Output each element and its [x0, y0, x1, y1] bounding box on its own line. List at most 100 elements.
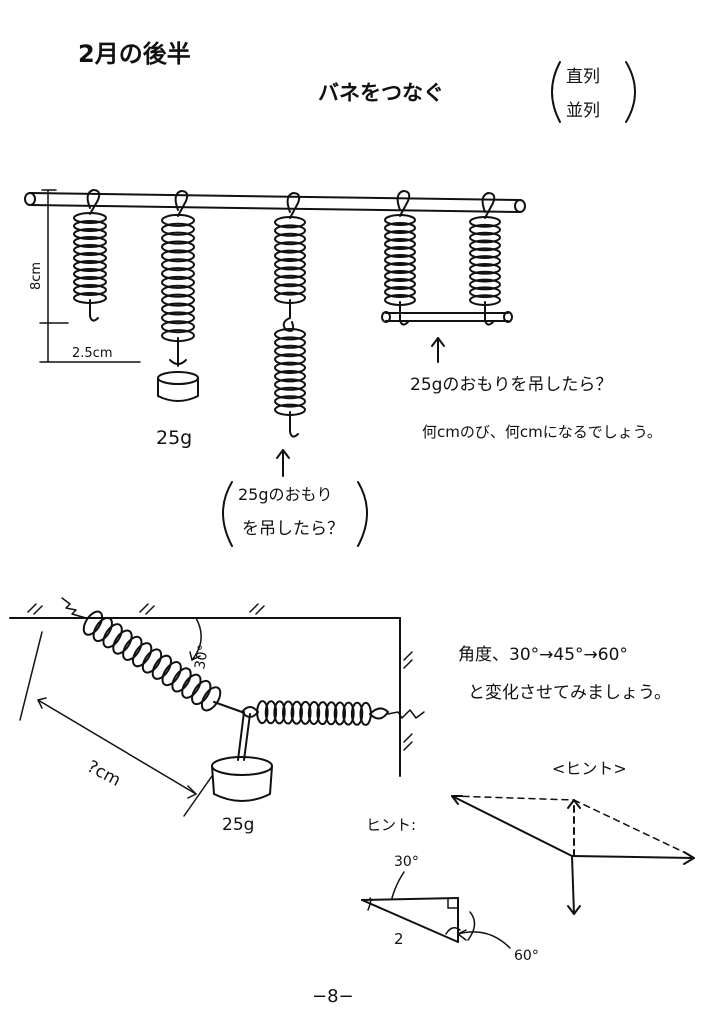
- spring-coil: [102, 623, 123, 649]
- spring-coil: [384, 214, 416, 226]
- spring-coil: [274, 232, 306, 246]
- triangle-leader: [391, 871, 405, 899]
- spring-coil: [73, 236, 107, 248]
- spring-coil: [281, 700, 295, 725]
- spring-coil: [384, 286, 416, 298]
- spring-coil: [384, 246, 416, 258]
- springs-parallel: [381, 190, 513, 326]
- spring-coil: [141, 648, 163, 674]
- spring-coil: [161, 275, 195, 289]
- spring-coil: [342, 701, 355, 726]
- spring-coil: [274, 241, 306, 254]
- length-dimension: [19, 631, 213, 817]
- spring-coil: [274, 249, 306, 263]
- series-question-line1: 25gのおもり: [238, 485, 333, 504]
- spring-coil: [73, 220, 107, 232]
- spring-coil: [122, 635, 143, 661]
- spring-coil: [469, 278, 501, 291]
- spring-coil: [191, 679, 212, 706]
- spring-coil: [274, 395, 306, 408]
- spring-coil: [384, 278, 416, 290]
- springs-series: [274, 192, 306, 438]
- ceiling-and-wall: [9, 603, 413, 777]
- spring-coil: [384, 238, 416, 250]
- triangle-side-label: 2: [394, 930, 404, 948]
- spring-coil: [274, 257, 306, 271]
- spring-coil: [73, 244, 107, 256]
- spring-coil: [333, 701, 347, 726]
- spring-coil: [171, 667, 192, 693]
- spring-coil: [82, 610, 104, 636]
- angle-instruction-line2: と変化させてみましょう。: [468, 683, 671, 703]
- date-title: 2月の後半: [78, 40, 191, 68]
- spring-coil: [161, 284, 195, 298]
- spring-coil: [274, 361, 306, 375]
- spring-coil: [469, 286, 501, 299]
- spring-coil: [256, 700, 269, 725]
- spring-coil: [92, 616, 113, 643]
- topic-title: バネをつなぐ: [318, 81, 444, 105]
- spring-coil: [469, 262, 501, 275]
- parallel-question-line1: 25gのおもりを吊したら？: [410, 375, 612, 395]
- spring-coil: [273, 700, 286, 725]
- spring-coil: [274, 274, 306, 288]
- angle-instruction-line1: 角度、30°→45°→60°: [458, 645, 628, 665]
- spring-coil: [161, 231, 195, 245]
- spring-coil: [299, 700, 312, 725]
- spring-coil: [274, 215, 306, 229]
- spring-coil: [274, 224, 306, 237]
- spring-coil: [274, 327, 306, 341]
- dimension-lines: [39, 189, 141, 363]
- weight-label-single: 25g: [156, 427, 192, 449]
- angle-weight-label: 25g: [222, 815, 254, 835]
- spring-coil: [161, 661, 182, 687]
- hint-label: ヒント:: [366, 816, 416, 834]
- spring-coil: [384, 262, 416, 274]
- spring-coil: [469, 247, 501, 260]
- weight-25g-left: [157, 371, 199, 402]
- angle-label: 30°: [192, 643, 212, 670]
- weight-25g-angle: [211, 711, 273, 802]
- spring-coil: [274, 369, 306, 383]
- spring-natural: [73, 189, 107, 322]
- spring-coil: [469, 231, 501, 244]
- spring-coil: [131, 642, 153, 668]
- spring-coil: [112, 629, 133, 655]
- force-diagram: [451, 795, 695, 915]
- length-question-label: ?cm: [84, 757, 124, 791]
- spring-coil: [264, 700, 278, 725]
- spring-coil: [181, 673, 202, 699]
- spring-coil: [316, 701, 329, 726]
- mode-bracket-left: [551, 61, 561, 123]
- spring-coil: [200, 686, 222, 712]
- spring-coil: [73, 276, 107, 288]
- spring-coil: [469, 270, 501, 283]
- spring-coil: [469, 223, 501, 236]
- hint-triangle: [361, 897, 476, 943]
- spring-coil: [469, 239, 501, 252]
- horizontal-spring: [241, 700, 425, 726]
- spring-coil: [274, 344, 306, 358]
- spring-coil: [384, 270, 416, 282]
- triangle-angle-bottom: 60°: [514, 948, 539, 964]
- spring-coil: [161, 222, 195, 236]
- page-number: −8−: [312, 986, 354, 1007]
- spring-coil: [161, 293, 195, 307]
- spring-coil: [73, 212, 107, 224]
- spring-coil: [325, 701, 338, 726]
- angle-bottom-leader: [457, 931, 511, 949]
- spring-coil: [384, 254, 416, 266]
- spring-coil: [384, 222, 416, 234]
- spring-coil: [161, 258, 195, 272]
- spring-coil: [161, 267, 195, 281]
- spring-coil: [161, 213, 195, 227]
- spring-coil: [274, 283, 306, 296]
- spring-coil: [307, 701, 321, 725]
- spring-coil: [161, 249, 195, 263]
- spring-coil: [161, 302, 195, 316]
- natural-length-label: 8cm: [29, 262, 44, 290]
- spring-coil: [151, 654, 173, 680]
- mode-parallel-label: 並列: [566, 101, 600, 121]
- spring-coil: [73, 268, 107, 280]
